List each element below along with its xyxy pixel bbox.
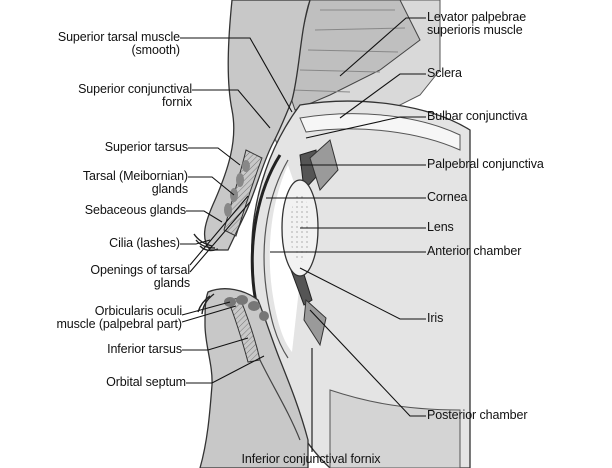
label-levator-palpebrae-line2: superioris muscle	[427, 24, 612, 37]
label-anterior-chamber: Anterior chamber	[427, 245, 607, 258]
label-cornea: Cornea	[427, 191, 607, 204]
label-iris: Iris	[427, 312, 607, 325]
label-posterior-chamber: Posterior chamber	[427, 409, 607, 422]
label-superior-tarsal-muscle-line2: (smooth)	[4, 44, 180, 57]
label-openings-tarsal-glands-line2: glands	[4, 277, 190, 290]
label-superior-conjunctival-fornix-line2: fornix	[4, 96, 192, 109]
label-superior-tarsal-muscle: Superior tarsal muscle (smooth)	[4, 31, 180, 57]
label-lens: Lens	[427, 221, 607, 234]
label-bulbar-conjunctiva: Bulbar conjunctiva	[427, 110, 607, 123]
label-inferior-conjunctival-fornix: Inferior conjunctival fornix	[196, 453, 426, 466]
label-orbital-septum: Orbital septum	[4, 376, 186, 389]
label-orbicularis-oculi: Orbicularis oculi muscle (palpebral part…	[4, 305, 182, 331]
label-superior-tarsus: Superior tarsus	[4, 141, 188, 154]
label-cilia: Cilia (lashes)	[4, 237, 180, 250]
label-palpebral-conjunctiva: Palpebral conjunctiva	[427, 158, 612, 171]
label-superior-conjunctival-fornix: Superior conjunctival fornix	[4, 83, 192, 109]
label-levator-palpebrae: Levator palpebrae superioris muscle	[427, 11, 612, 37]
label-tarsal-glands: Tarsal (Meibornian) glands	[4, 170, 188, 196]
label-sebaceous-glands: Sebaceous glands	[4, 204, 186, 217]
label-openings-tarsal-glands: Openings of tarsal glands	[4, 264, 190, 290]
label-sclera: Sclera	[427, 67, 607, 80]
label-tarsal-glands-line2: glands	[4, 183, 188, 196]
label-orbicularis-oculi-line2: muscle (palpebral part)	[4, 318, 182, 331]
label-inferior-tarsus: Inferior tarsus	[4, 343, 182, 356]
